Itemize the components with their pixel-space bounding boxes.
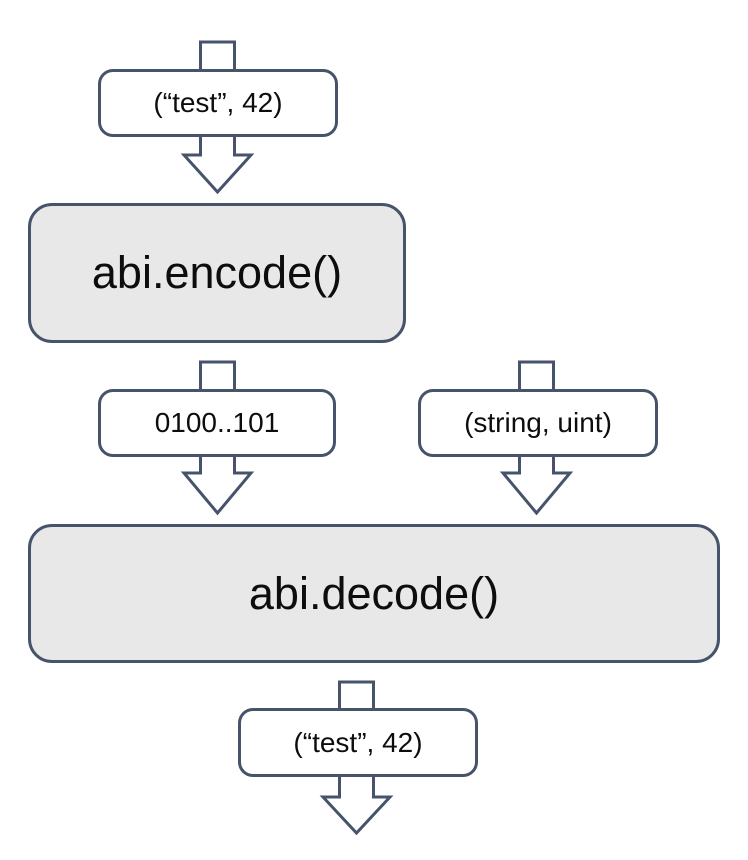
- input-tuple-label: (“test”, 42): [153, 87, 283, 118]
- node-output-tuple: (“test”, 42): [238, 708, 478, 777]
- abi-decode-label: abi.decode(): [248, 567, 500, 619]
- node-input-tuple: (“test”, 42): [98, 69, 338, 137]
- encoded-bytes-label: 0100..101: [154, 407, 280, 438]
- type-tuple-label: (string, uint): [464, 407, 612, 438]
- node-type-tuple: (string, uint): [418, 389, 658, 457]
- output-tuple-label: (“test”, 42): [293, 726, 423, 758]
- node-encoded-bytes: 0100..101: [98, 389, 336, 457]
- abi-encode-label: abi.encode(): [91, 247, 343, 298]
- node-abi-encode: abi.encode(): [28, 203, 406, 343]
- node-abi-decode: abi.decode(): [28, 524, 720, 663]
